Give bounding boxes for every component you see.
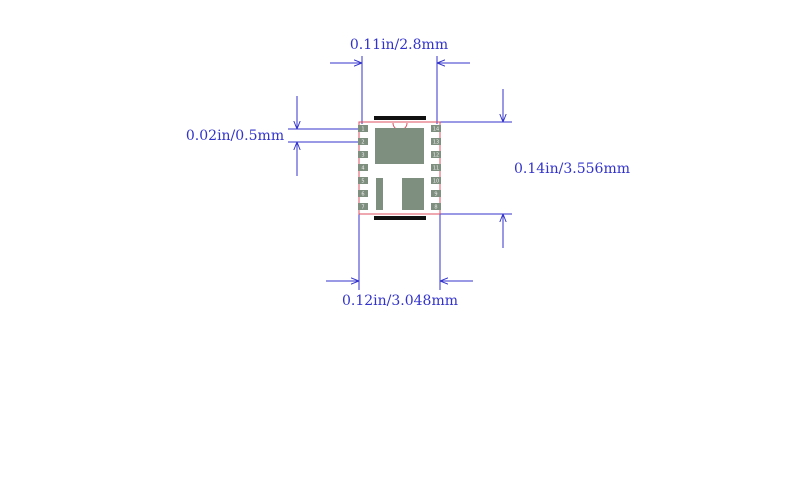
pin-pad-left-4 bbox=[358, 164, 368, 171]
pin-label-left-5: 5 bbox=[361, 179, 364, 185]
pin-pad-left-6 bbox=[358, 190, 368, 197]
pin-label-left-4: 4 bbox=[361, 166, 364, 172]
pin-label-right-11: 11 bbox=[433, 166, 439, 172]
pitch-dimension bbox=[288, 96, 368, 176]
pin-pad-right-8 bbox=[431, 203, 441, 210]
pin-pad-left-7 bbox=[358, 203, 368, 210]
pin-pad-right-9 bbox=[431, 190, 441, 197]
pin-label-right-8: 8 bbox=[434, 205, 437, 211]
pin-label-left-1: 1 bbox=[361, 127, 364, 133]
bottom-width-label: 0.12in/3.048mm bbox=[342, 293, 458, 309]
pin-pad-left-3 bbox=[358, 151, 368, 158]
pin-label-right-12: 12 bbox=[433, 153, 439, 159]
pin-column-right: 14 13 12 11 10 9 8 bbox=[431, 125, 441, 211]
pin-label-right-9: 9 bbox=[434, 192, 437, 198]
body-bar-bottom bbox=[374, 216, 426, 220]
pin-label-right-10: 10 bbox=[433, 179, 439, 185]
pin-pad-right-12 bbox=[431, 151, 441, 158]
height-label: 0.14in/3.556mm bbox=[514, 161, 630, 177]
pin-pad-left-1 bbox=[358, 125, 368, 132]
pin-pad-right-14 bbox=[431, 125, 441, 132]
pin-label-left-6: 6 bbox=[361, 192, 364, 198]
top-width-dimension bbox=[330, 56, 470, 124]
pin-pad-right-10 bbox=[431, 177, 441, 184]
top-width-label: 0.11in/2.8mm bbox=[350, 37, 448, 53]
height-dimension bbox=[440, 89, 512, 248]
pin-label-left-3: 3 bbox=[361, 153, 364, 159]
pin-label-right-14: 14 bbox=[433, 127, 439, 133]
pin-pad-right-11 bbox=[431, 164, 441, 171]
pin-pad-left-2 bbox=[358, 138, 368, 145]
pitch-label: 0.02in/0.5mm bbox=[186, 128, 284, 144]
bottom-width-dimension bbox=[326, 214, 473, 290]
thermal-pad-medium bbox=[402, 178, 424, 210]
pin-label-left-7: 7 bbox=[361, 205, 364, 211]
pin-pad-right-13 bbox=[431, 138, 441, 145]
body-bar-top bbox=[374, 116, 426, 120]
pin-label-right-13: 13 bbox=[433, 140, 439, 146]
pin-label-left-2: 2 bbox=[361, 140, 364, 146]
thermal-pad-narrow bbox=[376, 178, 383, 210]
pin-column-left: 1 2 3 4 5 6 7 bbox=[358, 125, 368, 211]
pin-pad-left-5 bbox=[358, 177, 368, 184]
thermal-pad-large bbox=[375, 128, 424, 164]
